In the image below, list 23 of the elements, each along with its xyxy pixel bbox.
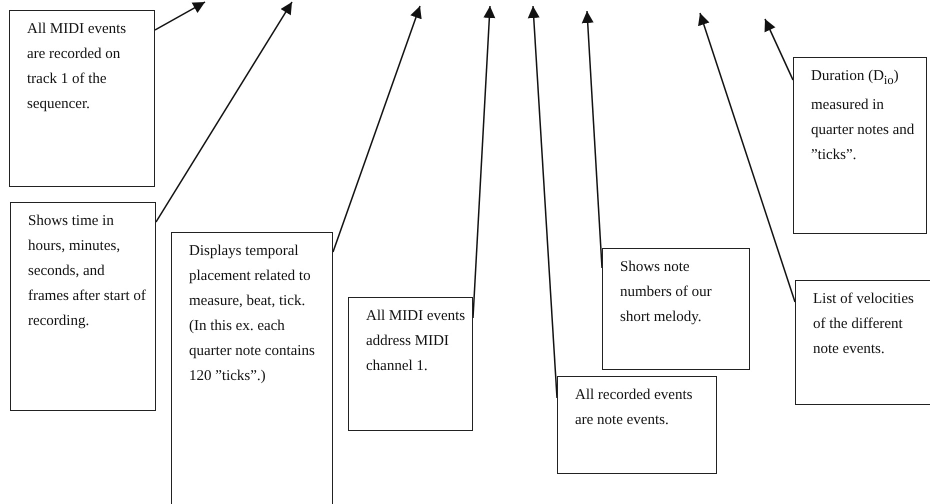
callout-box xyxy=(795,280,930,405)
callout-box xyxy=(793,57,927,234)
callout-text: Duration (D$_{io}$) measured in quarter notes and ”ticks”. xyxy=(811,67,916,165)
callout-text: Shows note numbers of our short melody. xyxy=(620,258,713,327)
callout-text: All MIDI events address MIDI channel 1. xyxy=(366,307,466,376)
arrow xyxy=(582,10,603,268)
arrow xyxy=(698,12,796,302)
arrow xyxy=(154,1,206,31)
callout-text: Displays temporal placement related to measure, beat, tick. (In this ex. each quarter note contains 120 ”ticks”.) xyxy=(189,242,316,386)
callout-box xyxy=(9,10,155,187)
callout-box xyxy=(10,202,156,411)
arrow xyxy=(155,2,293,222)
callout-box xyxy=(602,248,750,370)
callout-text: All MIDI events are recorded on track 1 of the sequencer. xyxy=(27,20,128,114)
arrow xyxy=(764,18,794,80)
callout-text: Shows time in hours, minutes, seconds, and frames after start of recording. xyxy=(28,212,147,331)
callout-text: List of velocities of the different note events. xyxy=(813,290,915,359)
callout-box xyxy=(171,232,333,504)
arrow xyxy=(528,6,558,398)
callout-box xyxy=(348,297,473,431)
callout-text: All recorded events are note events. xyxy=(575,386,694,430)
callout-box xyxy=(557,376,717,474)
arrow xyxy=(332,6,422,252)
